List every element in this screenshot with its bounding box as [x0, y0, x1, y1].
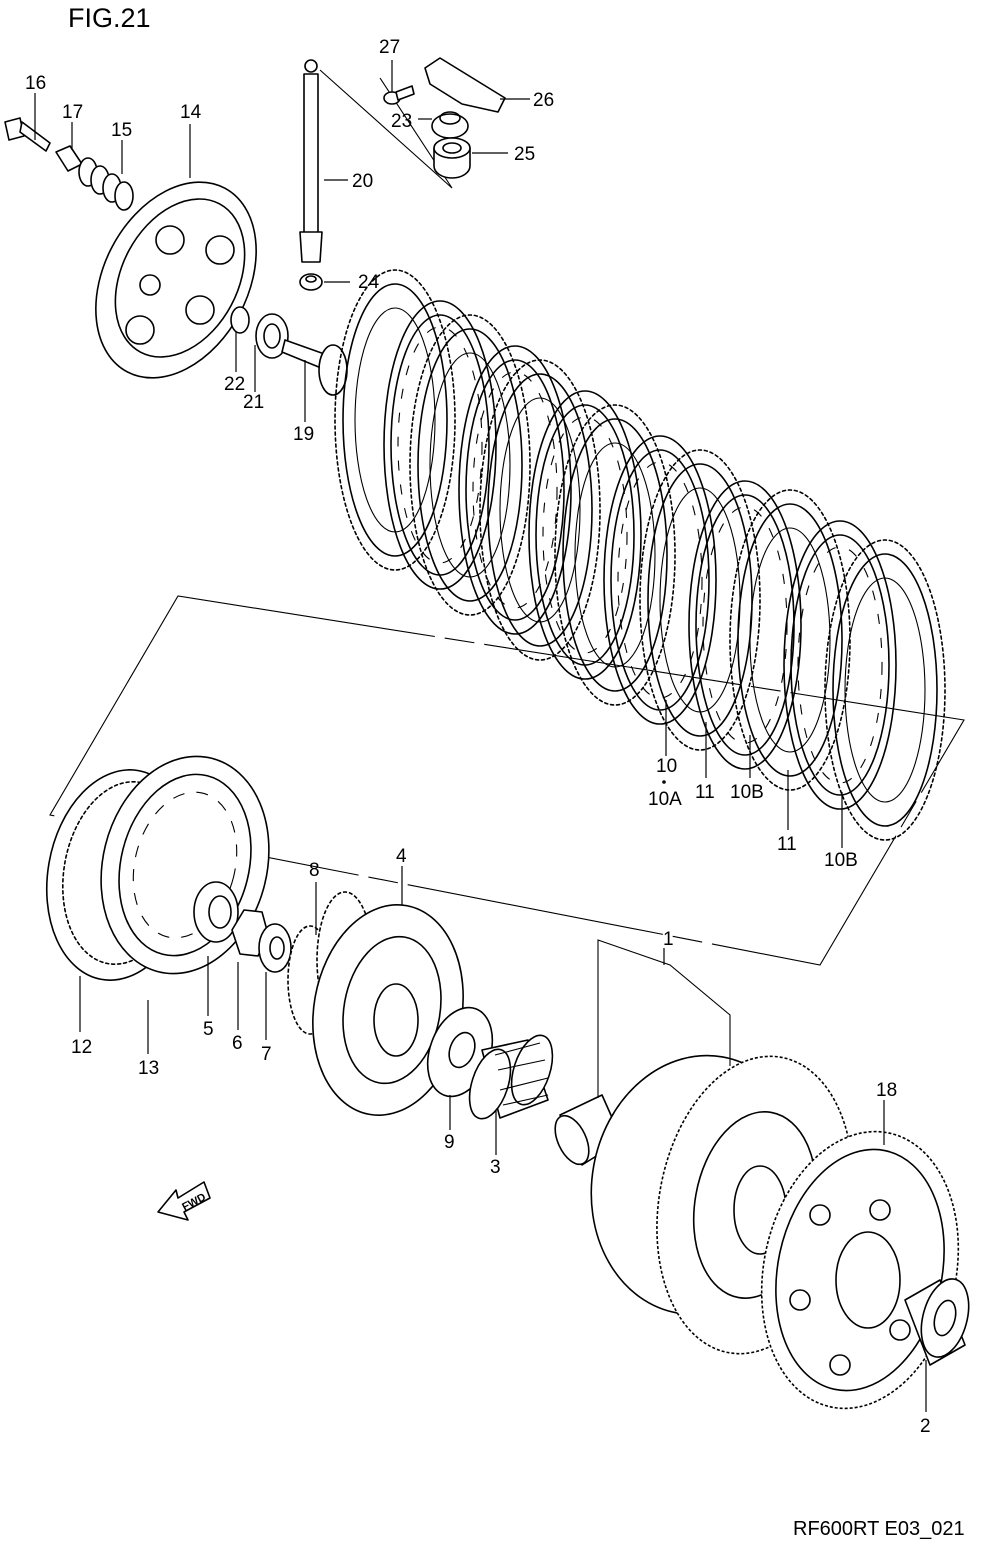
- part-label-4: 4: [396, 846, 407, 867]
- part-label-22: 22: [224, 374, 245, 395]
- drawing-code: RF600RT E03_021: [793, 1518, 965, 1540]
- part-label-9: 9: [444, 1132, 455, 1153]
- bearing-icon: [255, 313, 289, 359]
- assembly-bracket: [49, 595, 965, 966]
- part-label-1: 1: [663, 929, 674, 950]
- nut-icon: [193, 881, 239, 943]
- needle-bearing-icon: [468, 1034, 554, 1120]
- part-label-27: 27: [379, 37, 400, 58]
- part-label-25: 25: [514, 144, 535, 165]
- bearing-icon: [299, 273, 323, 291]
- part-label-10b-upper: 10B: [730, 782, 764, 803]
- part-labels: 1 2 3 4 5 6 7 8 9 10 10A 11 10B 11 10B 1…: [25, 37, 931, 1437]
- spring-icon: [78, 157, 134, 211]
- part-label-21: 21: [243, 392, 264, 413]
- clutch-housing-icon: [590, 1054, 854, 1355]
- part-label-14: 14: [180, 102, 202, 123]
- part-label-18: 18: [876, 1080, 897, 1101]
- part-label-5: 5: [203, 1019, 214, 1040]
- part-label-11-lower: 11: [777, 834, 797, 855]
- part-label-10a: 10A: [648, 789, 682, 810]
- release-arm-icon: [424, 57, 506, 113]
- label-dot: [662, 780, 666, 784]
- washer-icon: [258, 923, 292, 973]
- part-label-23: 23: [391, 111, 412, 132]
- hub-assembly: [45, 755, 554, 1120]
- forward-arrow-icon: FWD: [157, 1181, 211, 1221]
- clutch-housing-assembly: [554, 939, 970, 1410]
- washer-icon: [230, 306, 250, 334]
- part-label-19: 19: [293, 424, 314, 445]
- part-label-10: 10: [656, 756, 677, 777]
- clutch-plate-stack: [334, 269, 946, 841]
- bearing-icon: [433, 137, 471, 179]
- part-label-11-upper: 11: [695, 782, 715, 803]
- figure-title: FIG.21: [68, 3, 151, 33]
- pressure-plate-assembly: [4, 57, 506, 396]
- part-label-10b-lower: 10B: [824, 850, 858, 871]
- bolt-icon: [4, 117, 51, 152]
- part-label-6: 6: [232, 1033, 243, 1054]
- part-label-24: 24: [358, 272, 380, 293]
- pressure-plate-icon: [95, 181, 257, 379]
- part-label-8: 8: [309, 860, 320, 881]
- part-label-7: 7: [261, 1044, 272, 1065]
- part-label-13: 13: [138, 1058, 159, 1079]
- part-label-17: 17: [62, 102, 83, 123]
- leader-lines: [34, 60, 927, 1412]
- part-label-15: 15: [111, 120, 132, 141]
- part-label-3: 3: [490, 1157, 501, 1178]
- part-label-20: 20: [352, 171, 373, 192]
- part-label-12: 12: [71, 1037, 92, 1058]
- part-label-16: 16: [25, 73, 46, 94]
- spacer-icon: [904, 1278, 970, 1366]
- part-label-26: 26: [533, 90, 554, 111]
- bolt-icon: [383, 85, 415, 105]
- push-rod-icon: [299, 59, 323, 263]
- part-label-2: 2: [920, 1416, 931, 1437]
- collar-icon: [55, 145, 83, 172]
- oil-seal-icon: [431, 111, 469, 139]
